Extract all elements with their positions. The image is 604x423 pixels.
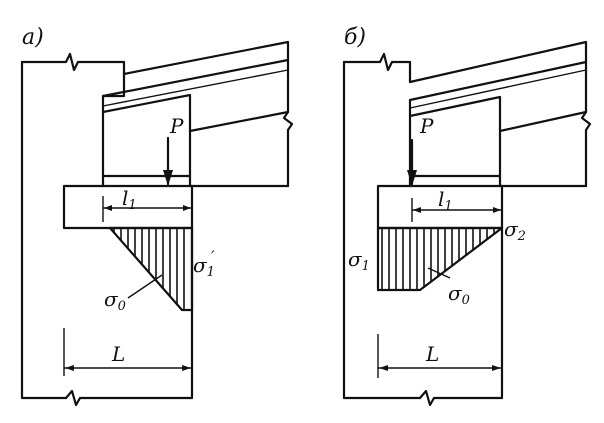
panel-b: б) P l1 σ1	[342, 25, 592, 407]
beam-break-a	[282, 110, 294, 188]
wall-outline-a	[20, 52, 126, 98]
length-dimension-b	[377, 334, 502, 378]
stress-0-leader-a	[127, 274, 163, 299]
length-label-a: L	[111, 342, 125, 366]
beam-body-b	[408, 60, 588, 188]
panel-b-caption: б)	[344, 25, 366, 50]
stress-0-label-b: σ0	[448, 281, 470, 308]
wall-left-edge-a	[20, 60, 68, 400]
wall-outline-b	[342, 52, 412, 84]
wall-left-edge-b	[342, 60, 422, 400]
span-label-b: l1	[438, 187, 453, 214]
stress-left-label-b: σ1	[348, 247, 370, 274]
beam-inner-b	[409, 69, 587, 109]
length-label-b: L	[425, 342, 439, 366]
load-arrow-b	[407, 138, 417, 186]
beam-top-b	[408, 40, 588, 133]
beam-inner-a	[102, 69, 289, 107]
load-arrow-a	[163, 136, 173, 186]
span-dimension-b	[411, 198, 502, 222]
stress-0-label-a: σ0	[104, 287, 126, 314]
wall-bottom-break-a	[64, 226, 194, 407]
span-label-a: l1	[122, 186, 137, 213]
beam-break-b	[580, 110, 592, 188]
panel-a: a) P l1 σ1′	[20, 25, 294, 407]
wall-bottom-break-b	[418, 226, 504, 407]
panel-a-caption: a)	[22, 25, 44, 50]
load-label-b: P	[419, 114, 434, 138]
beam-body-a	[101, 58, 290, 188]
length-dimension-a	[63, 328, 192, 376]
stress-diagram-b	[376, 226, 504, 292]
beam-top-a	[122, 40, 290, 133]
stress-max-label-a: σ1′	[193, 247, 215, 280]
stress-diagram-a	[108, 226, 194, 312]
load-label-a: P	[169, 114, 184, 138]
span-dimension-a	[102, 196, 192, 222]
stress-0-leader-b	[427, 267, 451, 279]
stress-right-label-b: σ2	[504, 217, 526, 244]
